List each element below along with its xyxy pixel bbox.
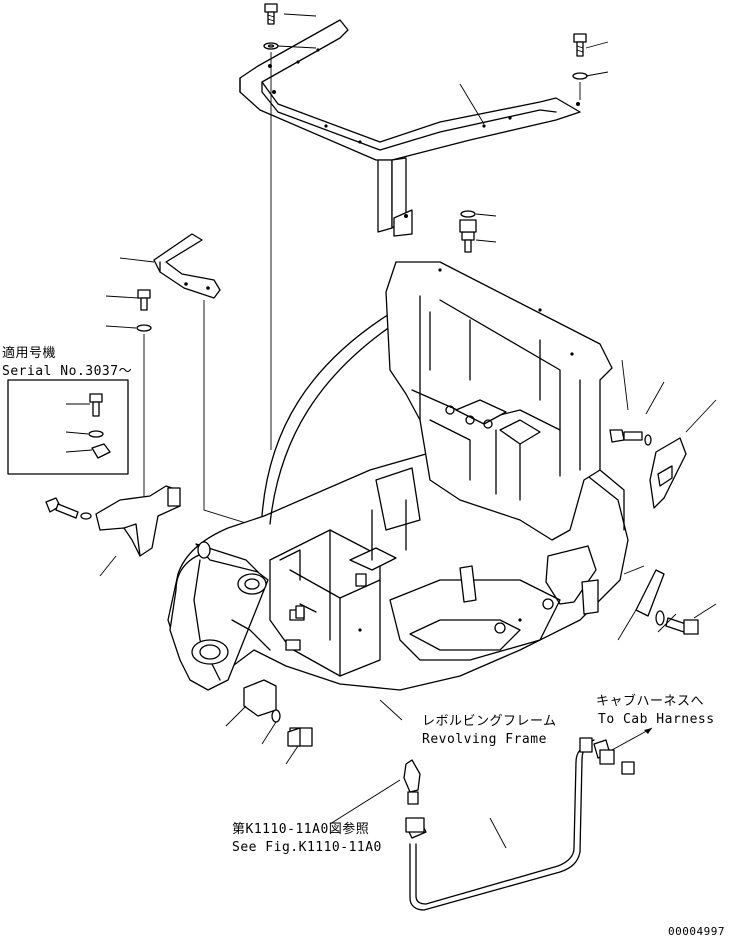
washer-mid (460, 210, 476, 218)
front-lower-parts (225, 679, 313, 765)
frame-label-jp: レボルビングフレーム (422, 714, 557, 729)
cab-label-en: To Cab Harness (598, 712, 715, 727)
drawing-number: 00004997 (668, 925, 725, 938)
serial-box (7, 379, 129, 475)
serial-label-jp: 適用号機 (2, 346, 57, 361)
frame-label-en: Revolving Frame (422, 732, 547, 747)
upper-bracket-plate (239, 19, 581, 237)
serial-label-en: Serial No.3037～ (2, 364, 133, 379)
revolving-frame (167, 261, 629, 691)
bolt-left (137, 289, 151, 311)
washer-hole (267, 44, 275, 48)
leader-lines-body (379, 565, 645, 721)
serial-box-parts (65, 393, 111, 459)
bolt-top-right (573, 33, 587, 57)
right-side-parts (609, 359, 717, 641)
cab-harness (329, 727, 653, 911)
leader (105, 325, 137, 329)
cab-label-jp: キャブハーネスへ (596, 694, 705, 709)
leader-lines-top (270, 13, 609, 450)
bolt-mid (459, 219, 477, 253)
left-bracket (119, 233, 221, 299)
leader (105, 295, 139, 299)
bolt-top-left (264, 3, 278, 25)
leader (203, 300, 263, 529)
ref-label-jp: 第K1110-11A0図参照 (232, 822, 370, 837)
washer-top-right (572, 72, 588, 80)
ref-label-en: See Fig.K1110-11A0 (232, 840, 382, 855)
washer-left (136, 324, 152, 332)
left-hinge-bracket (45, 485, 181, 577)
